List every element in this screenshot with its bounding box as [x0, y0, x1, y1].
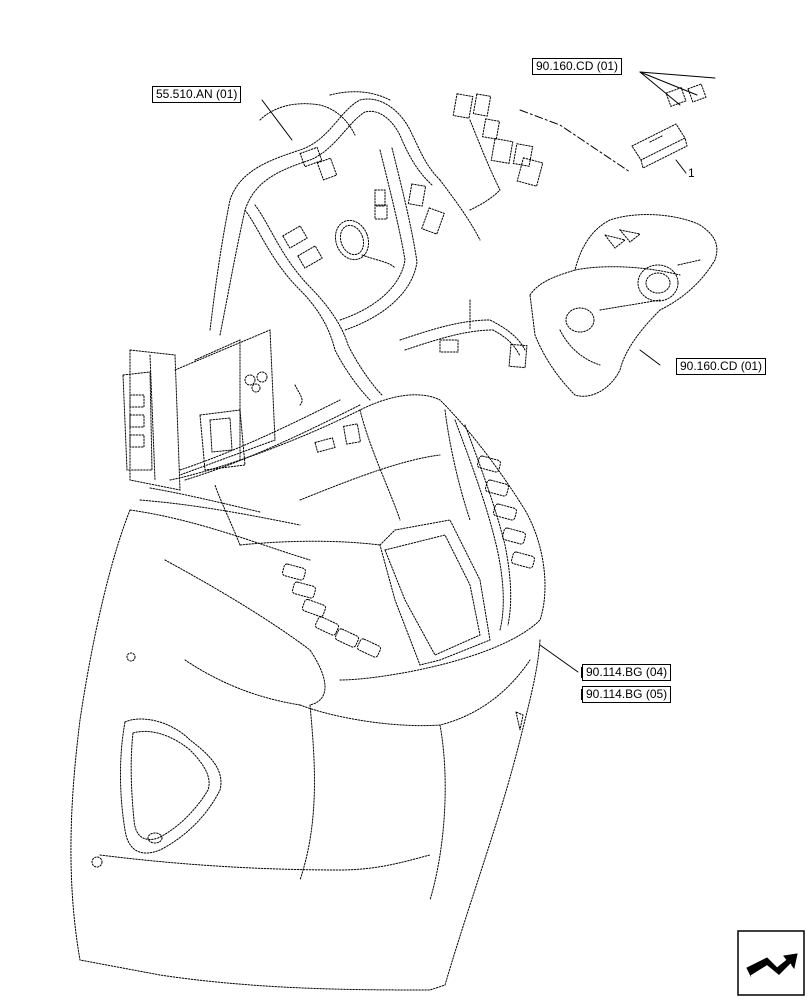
harness-connectors — [282, 93, 544, 453]
control-knob-housing — [529, 214, 718, 397]
console-tray — [169, 394, 546, 681]
leader-lines — [261, 71, 716, 673]
ref-label-90160-cd-01-right[interactable]: 90.160.CD (01) — [676, 358, 767, 375]
wiring-harness — [209, 91, 526, 401]
assembly-dash-line — [519, 109, 631, 173]
callout-number-1: 1 — [688, 166, 695, 180]
ref-label-55510-an-01[interactable]: 55.510.AN (01) — [152, 86, 242, 103]
relay-bracket — [122, 329, 361, 491]
ref-label-90114-bg-04[interactable]: 90.114.BG (04) — [582, 664, 672, 681]
console-housing — [70, 487, 541, 991]
switch-slots-left — [281, 563, 382, 658]
part-1-switch — [631, 83, 707, 169]
next-page-arrow-icon[interactable] — [737, 930, 805, 996]
switch-slots-right — [476, 455, 536, 569]
grommet — [334, 219, 396, 269]
hand-grip-cutout — [119, 718, 222, 854]
ref-label-90114-bg-05[interactable]: 90.114.BG (05) — [582, 686, 672, 703]
ref-label-90160-cd-01-top[interactable]: 90.160.CD (01) — [532, 58, 623, 75]
